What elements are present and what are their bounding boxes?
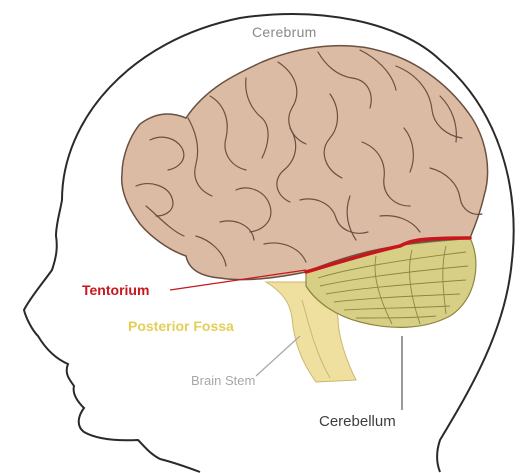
cerebellum-label: Cerebellum	[319, 414, 396, 430]
brain-stem-leader-line	[256, 336, 300, 376]
cerebrum-label: Cerebrum	[252, 24, 317, 40]
tentorium-label: Tentorium	[82, 282, 149, 298]
posterior-fossa-label: Posterior Fossa	[128, 318, 234, 334]
brain-stem-label: Brain Stem	[191, 373, 255, 389]
